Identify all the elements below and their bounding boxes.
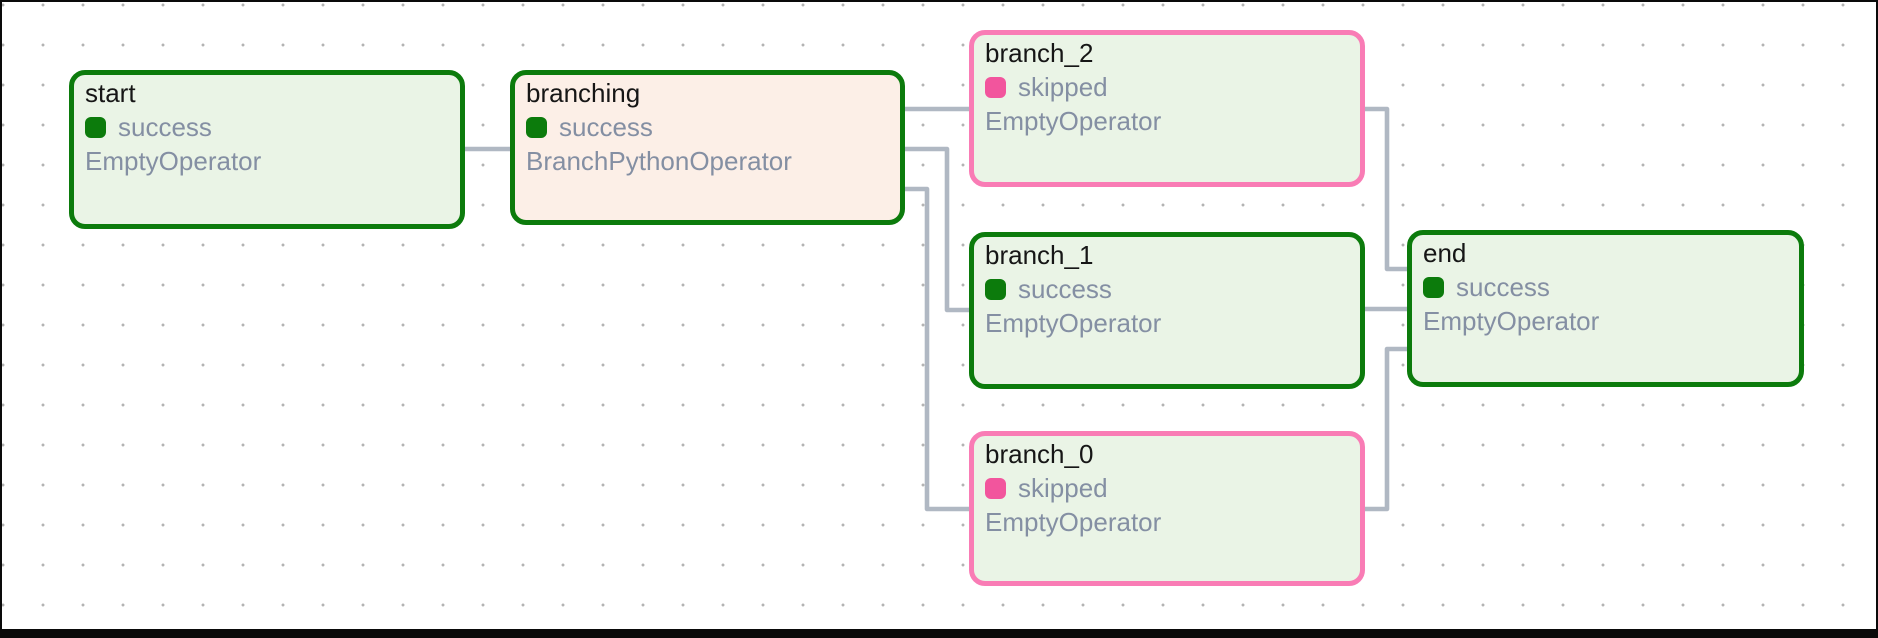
edge-branch_0-to-end <box>1362 346 1410 512</box>
status-square-icon <box>985 278 1006 300</box>
task-node-branch_0[interactable]: branch_0 skipped EmptyOperator <box>969 431 1365 586</box>
status-label: success <box>559 112 653 142</box>
edge-branch_2-to-end <box>1362 106 1410 272</box>
task-name: end <box>1423 238 1467 268</box>
status-square-icon <box>85 116 106 138</box>
operator-label: EmptyOperator <box>985 308 1162 338</box>
operator-label: EmptyOperator <box>985 507 1162 537</box>
status-label: skipped <box>1018 473 1108 503</box>
operator-label: BranchPythonOperator <box>526 146 792 176</box>
status-square-icon <box>526 116 547 138</box>
task-status-row: skipped <box>985 72 1349 102</box>
status-label: skipped <box>1018 72 1108 102</box>
status-label: success <box>118 112 212 142</box>
task-status-row: success <box>1423 272 1788 302</box>
task-name: branch_1 <box>985 240 1094 270</box>
status-label: success <box>1018 274 1112 304</box>
task-node-branching[interactable]: branching success BranchPythonOperator <box>510 70 905 225</box>
operator-label: EmptyOperator <box>85 146 262 176</box>
task-node-branch_2[interactable]: branch_2 skipped EmptyOperator <box>969 30 1365 187</box>
status-label: success <box>1456 272 1550 302</box>
task-status-row: success <box>985 274 1349 304</box>
operator-label: EmptyOperator <box>1423 306 1600 336</box>
task-name: branch_0 <box>985 439 1094 469</box>
operator-label: EmptyOperator <box>985 106 1162 136</box>
task-name: start <box>85 78 136 108</box>
task-status-row: success <box>85 112 449 142</box>
task-name: branch_2 <box>985 38 1094 68</box>
status-square-icon <box>1423 276 1444 298</box>
task-status-row: success <box>526 112 889 142</box>
edge-branching-to-branch_0 <box>902 186 972 512</box>
task-node-end[interactable]: end success EmptyOperator <box>1407 230 1804 387</box>
task-node-start[interactable]: start success EmptyOperator <box>69 70 465 229</box>
edge-branching-to-branch_1 <box>902 146 972 313</box>
task-name: branching <box>526 78 641 108</box>
status-square-icon <box>985 477 1006 499</box>
task-status-row: skipped <box>985 473 1349 503</box>
task-node-branch_1[interactable]: branch_1 success EmptyOperator <box>969 232 1365 389</box>
status-square-icon <box>985 76 1006 98</box>
